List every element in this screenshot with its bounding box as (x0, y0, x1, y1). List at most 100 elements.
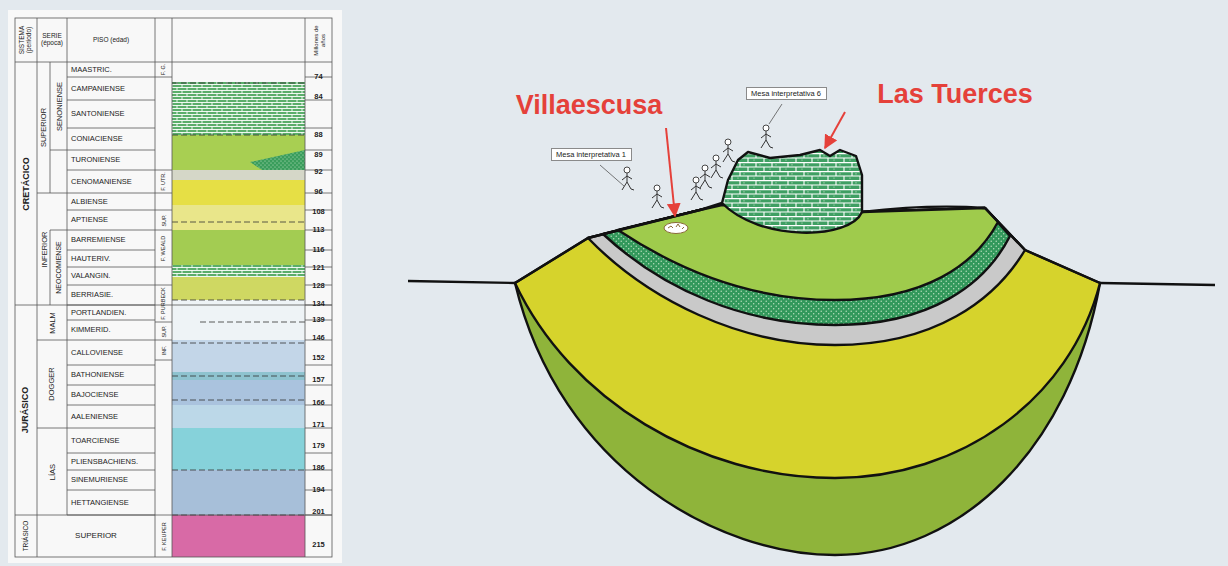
line-shape (305, 365, 332, 366)
leader-line (769, 104, 782, 124)
stage-name: CALLOVIENSE (67, 340, 155, 365)
stage-name: APTIENSE (67, 210, 155, 230)
use-shape (700, 165, 712, 188)
age-number: 113 (305, 224, 332, 236)
rect-shape (172, 405, 305, 428)
column-header: PISO (edad) (67, 18, 155, 62)
ground-line (408, 281, 1215, 285)
stage-name: VALANGIN. (67, 267, 155, 285)
age-number: 121 (305, 262, 332, 274)
system-name: JURÁSICO (15, 305, 37, 515)
yellow-layer (515, 205, 1100, 478)
stage-name: BATHONIENSE (67, 365, 155, 385)
line-shape (67, 320, 155, 321)
line-shape (67, 100, 155, 101)
line-shape (67, 340, 155, 341)
age-number: 128 (305, 280, 332, 292)
hill-outline (515, 203, 1100, 283)
age-number: 74 (305, 71, 332, 83)
series-name: MALM (37, 305, 67, 340)
line-shape (67, 210, 155, 211)
line-shape (67, 490, 155, 491)
line-shape (67, 285, 155, 286)
panel-text: Mesa interpretativa 1 (556, 150, 626, 159)
series-name: DOGGER (37, 340, 67, 428)
line-shape (67, 515, 155, 516)
line-shape (67, 453, 155, 454)
age-number: 152 (305, 352, 332, 364)
line-shape (67, 305, 155, 306)
age-number: 194 (305, 484, 332, 496)
rect-shape (172, 428, 305, 470)
village-marker (664, 223, 688, 234)
rect-shape (172, 300, 305, 340)
stage-name: PORTLANDIEN. (67, 305, 155, 320)
series-name: SENONIENSE (50, 62, 67, 150)
age-number: 157 (305, 374, 332, 386)
line-shape (305, 453, 332, 454)
rect-shape (172, 62, 305, 82)
rect-shape (15, 18, 332, 557)
path-shape (172, 83, 305, 515)
stage-name: SINEMURIENSE (67, 470, 155, 490)
stage-name: BERRIASIE. (67, 285, 155, 305)
stage-name: CAMPANIENSE (67, 77, 155, 100)
panel-box: Mesa interpretativa 6 (746, 87, 827, 100)
line-shape (67, 150, 155, 151)
use-shape (652, 185, 664, 208)
line-shape (67, 365, 155, 366)
stage-name: TURONIENSE (67, 150, 155, 170)
pointer-arrow (666, 128, 675, 216)
line-shape (67, 193, 155, 194)
limestone-cap (722, 150, 862, 233)
age-number: 179 (305, 440, 332, 452)
rect-shape (172, 205, 305, 230)
line-shape (67, 128, 155, 129)
use-shape (761, 125, 773, 148)
formation-name: F. PURBECK (155, 285, 172, 322)
stage-name: SUPERIOR (37, 515, 155, 557)
rect-shape (172, 340, 305, 372)
stage-name: KIMMERID. (67, 320, 155, 340)
age-number: 215 (305, 539, 332, 551)
formation-name: F. G. (155, 62, 172, 77)
system-name: CRETÁCICO (15, 62, 37, 305)
stage-name: PLIENSBACHIENS. (67, 453, 155, 470)
line-shape (67, 230, 155, 231)
stage-name: HAUTERIV. (67, 250, 155, 267)
rect-shape (172, 265, 305, 277)
age-number: 96 (305, 186, 332, 198)
line-shape (67, 77, 155, 78)
stage-name: TOARCIENSE (67, 428, 155, 453)
formation-name: SUP. (155, 210, 172, 230)
series-name: NEOCOMIENSE (50, 230, 67, 305)
rect-shape (172, 170, 305, 180)
age-number: 146 (305, 332, 332, 344)
series-name: INFERIOR (37, 193, 50, 305)
path-shape (37, 18, 305, 557)
place-name: Las Tuerces (862, 74, 1048, 114)
line-shape (305, 128, 332, 129)
line-shape (67, 250, 155, 251)
use-shape (711, 155, 723, 178)
system-name: TRIÁSICO (15, 515, 37, 557)
rect-shape (172, 180, 305, 205)
stage-name: MAASTRIC. (67, 62, 155, 77)
place-name: Villaescusa (492, 84, 686, 126)
line-shape (67, 267, 155, 268)
geological-section (408, 150, 1215, 555)
age-number: 201 (305, 506, 332, 518)
panel-box: Mesa interpretativa 1 (551, 148, 632, 161)
panel-text: Mesa interpretativa 6 (751, 89, 821, 98)
stage-name: CENOMANIENSE (67, 170, 155, 193)
use-shape (622, 167, 634, 190)
age-number: 88 (305, 129, 332, 141)
path-shape (15, 62, 332, 515)
rect-shape (172, 277, 305, 300)
age-number: 116 (305, 244, 332, 256)
line-shape (305, 385, 332, 386)
age-number: 92 (305, 166, 332, 178)
use-shape (691, 177, 703, 200)
formation-name: INF. (155, 340, 172, 360)
rect-shape (172, 135, 305, 170)
